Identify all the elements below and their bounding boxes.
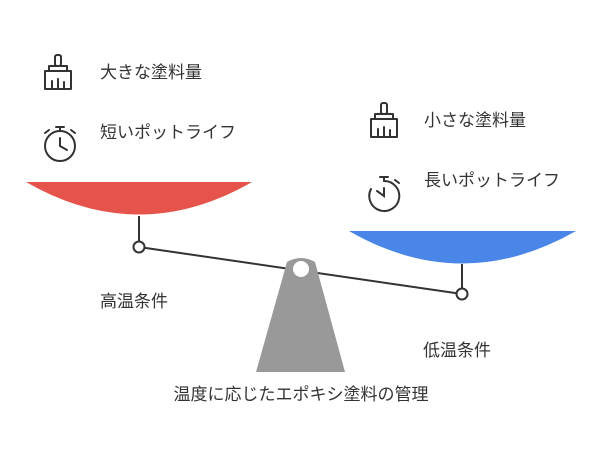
paint-brush-icon: [44, 54, 72, 90]
diagram-title: 温度に応じたエポキシ塗料の管理: [173, 385, 429, 405]
left-pan: [26, 182, 252, 215]
stopwatch-icon: [368, 176, 401, 212]
paint-brush-icon: [370, 102, 398, 138]
fulcrum: [256, 258, 345, 372]
low-temp-condition: 低温条件: [423, 341, 491, 361]
right-item-paint-amount: 小さな塗料量: [424, 111, 526, 131]
right-joint: [455, 287, 469, 301]
right-item-pot-life: 長いポットライフ: [424, 171, 560, 191]
high-temp-condition: 高温条件: [100, 292, 168, 312]
right-pan: [349, 231, 576, 264]
fulcrum-pivot: [293, 261, 309, 277]
left-item-pot-life: 短いポットライフ: [100, 123, 236, 143]
stopwatch-icon: [44, 126, 76, 162]
left-item-paint-amount: 大きな塗料量: [100, 63, 202, 83]
left-joint: [132, 240, 146, 254]
